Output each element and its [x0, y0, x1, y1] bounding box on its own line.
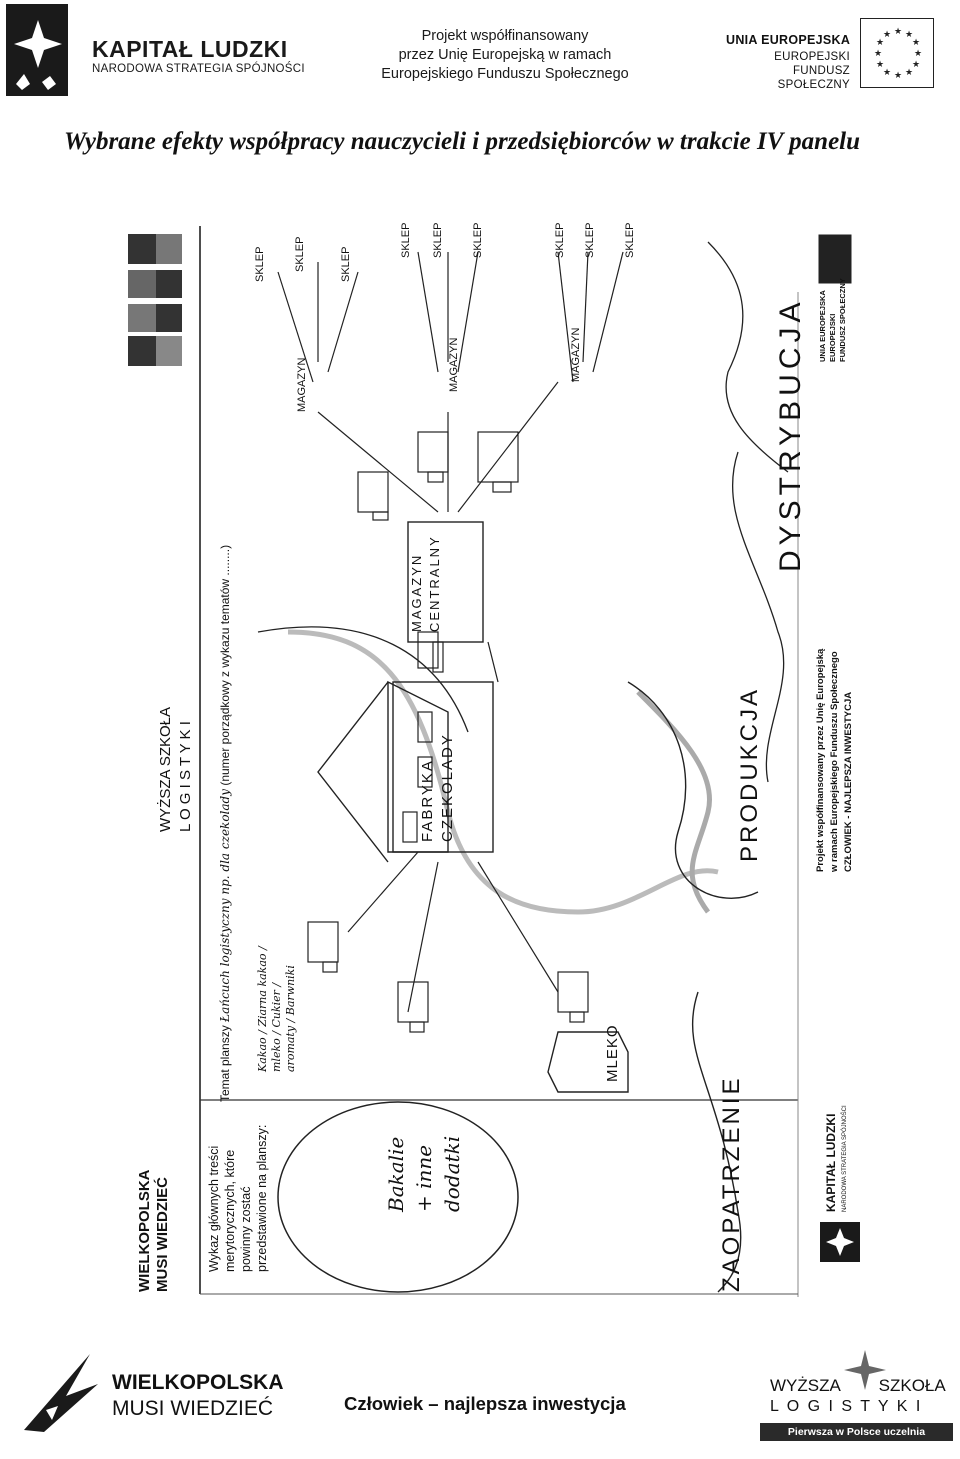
project-line: Europejskiego Funduszu Społecznego [381, 66, 629, 82]
hw-line: Bakalie [384, 1136, 408, 1212]
footer-wsl-line: SZKOŁA [878, 1376, 946, 1395]
logo-line: WYŻSZA SZKOŁA [157, 706, 174, 832]
sheet-kl-logo-icon [820, 1222, 860, 1262]
sheet-eu-flag-icon [818, 234, 852, 284]
sheet-kl-stamp: KAPITAŁ LUDZKI NARODOWA STRATEGIA SPÓJNO… [824, 1105, 852, 1212]
footer-wielkopolska-text: WIELKOPOLSKA MUSI WIEDZIEĆ [112, 1370, 284, 1422]
footer-wsl-tagline: Pierwsza w Polsce uczelnia logistyczna [760, 1423, 953, 1456]
hw-fabryka: FABRYKA CZEKOLADY [418, 733, 458, 842]
sheet-project-stamp: Projekt współfinansowany przez Unię Euro… [814, 649, 856, 872]
project-line: przez Unię Europejską w ramach [398, 47, 612, 63]
hw-magazyn-centralny: MAGAZYN CENTRALNY [408, 535, 444, 632]
svg-text:★: ★ [905, 68, 913, 78]
stamp-line: EUROPEJSKI [828, 313, 837, 362]
hw-bakalie: Bakalie + inne dodatki [382, 1136, 466, 1212]
footer-wsl-line: L O G I S T Y K I [770, 1398, 923, 1415]
svg-text:★: ★ [883, 68, 891, 78]
footer-wsl-logo: WYŻSZA SZKOŁA L O G I S T Y K I [770, 1375, 946, 1417]
form-left-labels: Wykaz głównych treści merytorycznych, kt… [206, 1072, 270, 1272]
hw-sklep: SKLEP [254, 246, 266, 282]
hw-zaopatrzenie: ZAOPATRZENIE [718, 1075, 745, 1292]
project-line: Projekt współfinansowany [421, 28, 589, 44]
svg-text:★: ★ [894, 71, 902, 81]
form-topic: Temat planszy Łańcuch logistyczny np. dl… [218, 545, 233, 1102]
hw-sklep: SKLEP [584, 222, 596, 258]
footer-slogan: Człowiek – najlepsza inwestycja [344, 1393, 626, 1414]
stamp-line: Projekt współfinansowany przez Unię Euro… [815, 648, 826, 872]
hw-line: FABRYKA [419, 759, 436, 842]
scanned-poster: Wykaz głównych treści merytorycznych, kt… [118, 212, 860, 1302]
hw-dystrybucja: DYSTRYBUCJA [774, 297, 807, 573]
hw-sklep: SKLEP [340, 246, 352, 282]
hw-magazyn-2: MAGAZYN [448, 337, 460, 392]
hw-line: CENTRALNY [427, 535, 442, 632]
sheet-wsl-logo: WYŻSZA SZKOŁA L O G I S T Y K I [156, 707, 196, 832]
logo-line: L O G I S T Y K I [177, 721, 194, 832]
svg-text:★: ★ [912, 38, 920, 48]
hw-sklep: SKLEP [432, 222, 444, 258]
svg-text:★: ★ [876, 60, 884, 70]
footer-wm-line: WIELKOPOLSKA [112, 1371, 284, 1394]
project-info: Projekt współfinansowany przez Unię Euro… [360, 27, 650, 84]
svg-text:★: ★ [894, 27, 902, 37]
ue-title: UNIA EUROPEJSKA [726, 33, 851, 47]
svg-text:★: ★ [912, 60, 920, 70]
form-label-line: Wykaz głównych treści [207, 1145, 221, 1272]
form-label-line: powinny zostać [239, 1186, 253, 1272]
stamp-line: FUNDUSZ SPOŁECZNY [838, 278, 847, 362]
hw-magazyn-3: MAGAZYN [570, 327, 582, 382]
hw-line: + inne [412, 1144, 436, 1212]
svg-text:★: ★ [905, 30, 913, 40]
form-topic-suffix: (numer porządkowy z wykazu tematów .....… [218, 544, 232, 786]
page-title: Wybrane efekty współpracy nauczycieli i … [64, 128, 861, 155]
stamp-line: CZŁOWIEK - NAJLEPSZA INWESTYCJA [843, 691, 854, 872]
kapital-ludzki-title: KAPITAŁ LUDZKI [92, 36, 288, 62]
truck-sketches [307, 431, 589, 1033]
kapital-ludzki-logo-icon [6, 4, 68, 96]
hw-line: dodatki [440, 1135, 464, 1212]
form-topic-value: Łańcuch logistyczny np. dla czekolady [218, 789, 232, 1022]
stamp-line: w ramach Europejskiego Funduszu Społeczn… [829, 651, 840, 872]
hw-ingredients-list: Kakao / Ziarna kakao / mleko / Cukier / … [256, 946, 297, 1072]
hw-sklep: SKLEP [294, 236, 306, 272]
form-label-line: przedstawione na planszy: [255, 1124, 269, 1272]
hw-mleko: MLEKO [604, 1024, 621, 1082]
ue-subtitle-line: FUNDUSZ SPOŁECZNY [777, 65, 850, 91]
footer-wsl-line: WYŻSZA [770, 1376, 840, 1395]
logo-line: WIELKOPOLSKA [136, 1169, 153, 1293]
hw-sklep: SKLEP [554, 222, 566, 258]
svg-text:★: ★ [874, 49, 882, 59]
hw-magazyn-1: MAGAZYN [296, 357, 308, 412]
stamp-line: KAPITAŁ LUDZKI [824, 1113, 838, 1212]
wsl-star-icon [844, 1350, 886, 1390]
form-topic-label: Temat planszy [218, 1025, 232, 1102]
ue-subtitle: EUROPEJSKI FUNDUSZ SPOŁECZNY [722, 50, 850, 92]
hw-produkcja: PRODUKCJA [736, 686, 763, 862]
puzzle-logo-icon [128, 234, 182, 366]
page-header: KAPITAŁ LUDZKI NARODOWA STRATEGIA SPÓJNO… [0, 0, 960, 100]
hw-sklep: SKLEP [624, 222, 636, 258]
kapital-ludzki-subtitle: NARODOWA STRATEGIA SPÓJNOŚCI [92, 63, 305, 75]
logo-line: MUSI WIEDZIEĆ [154, 1177, 171, 1292]
ue-subtitle-line: EUROPEJSKI [774, 51, 850, 63]
svg-text:★: ★ [883, 30, 891, 40]
form-label-line: merytorycznych, które [223, 1149, 237, 1272]
eu-flag-icon: ★★★ ★★★ ★★★ ★★★ [860, 18, 934, 88]
hw-line: CZEKOLADY [439, 733, 456, 842]
stamp-line: NARODOWA STRATEGIA SPÓJNOŚCI [842, 1105, 848, 1212]
hw-sklep: SKLEP [472, 222, 484, 258]
wielkopolska-footer-logo-icon [24, 1354, 98, 1432]
svg-text:★: ★ [914, 49, 922, 59]
svg-text:★: ★ [876, 38, 884, 48]
stamp-line: UNIA EUROPEJSKA [818, 290, 827, 362]
poster-drawing [128, 226, 799, 1297]
footer-wm-line: MUSI WIEDZIEĆ [112, 1397, 273, 1420]
hw-sklep: SKLEP [400, 222, 412, 258]
sheet-wielkopolska-logo: WIELKOPOLSKA MUSI WIEDZIEĆ [136, 1170, 172, 1293]
hw-line: MAGAZYN [409, 553, 424, 632]
sheet-ue-stamp: UNIA EUROPEJSKA EUROPEJSKI FUNDUSZ SPOŁE… [818, 278, 848, 362]
